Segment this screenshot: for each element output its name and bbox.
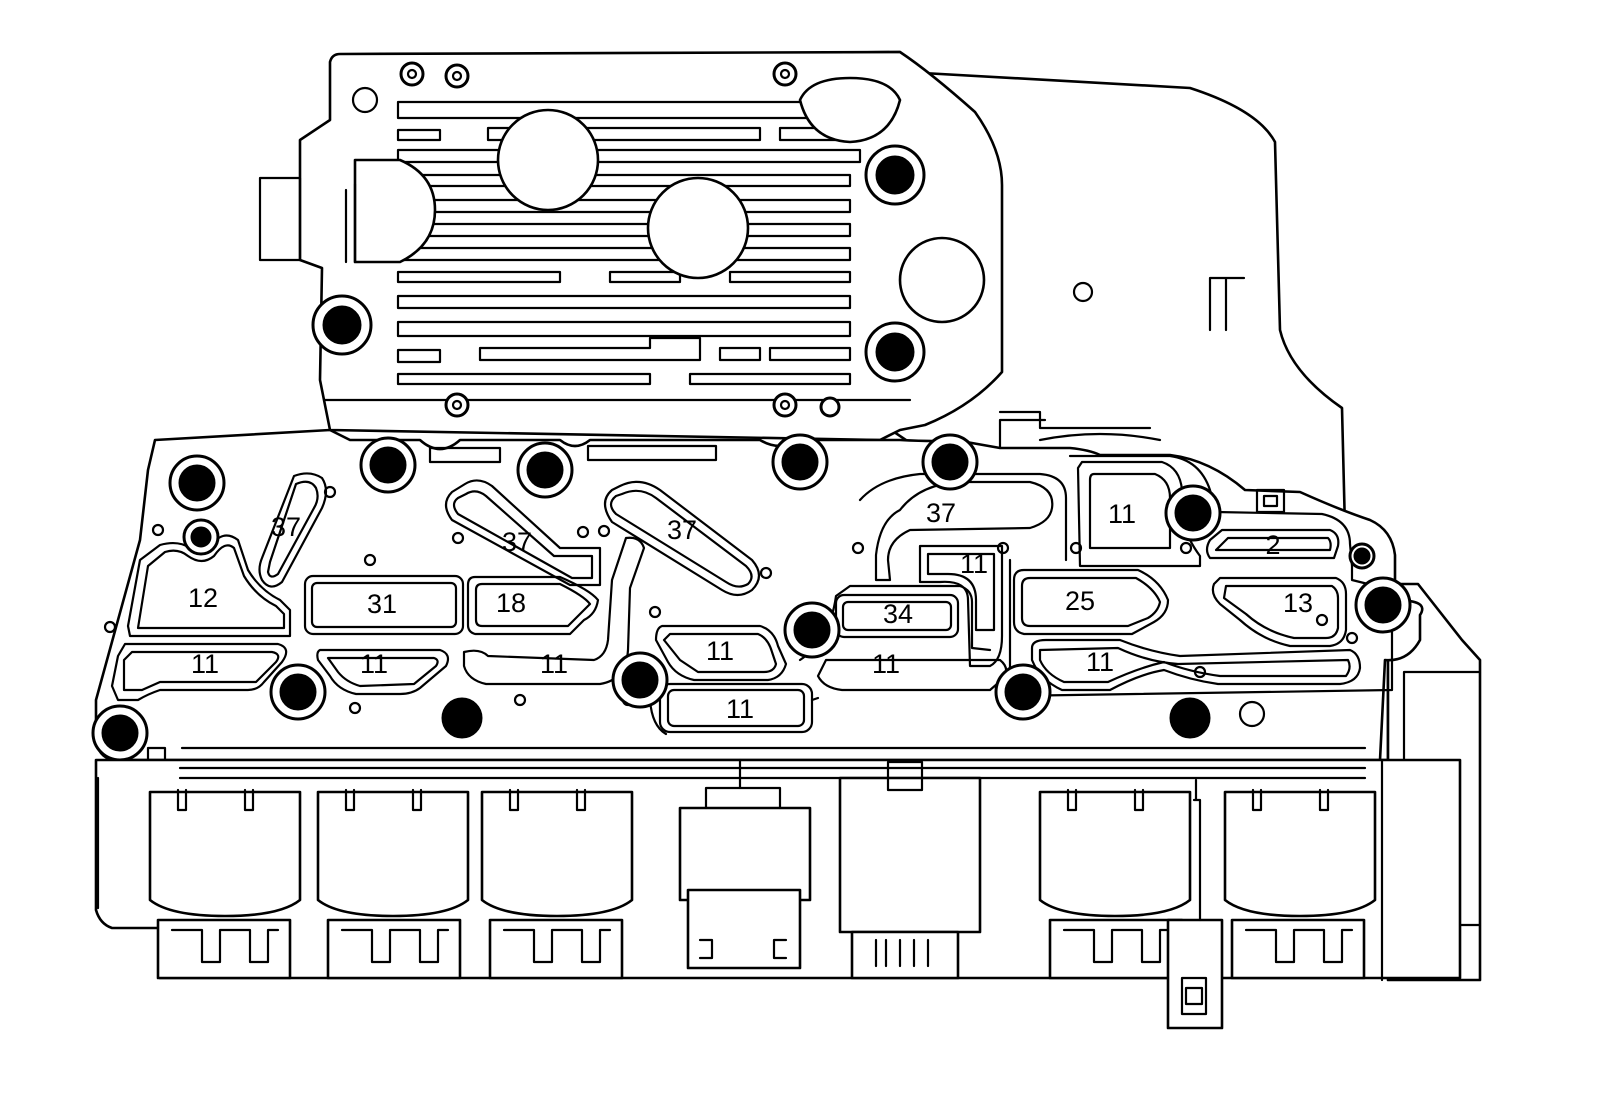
passage-label-3: 37 — [926, 498, 956, 528]
passage-label-19: 11 — [726, 694, 754, 724]
passage-label-11: 2 — [1265, 530, 1280, 560]
solenoid-4 — [678, 758, 812, 970]
passage-label-10: 25 — [1065, 586, 1095, 616]
upper-cover-plate — [258, 50, 1004, 442]
passage-label-9: 11 — [1108, 499, 1136, 529]
passage-labels: 37 37 37 37 12 31 18 11 34 11 25 213 11 11 11 11 11 11 11 — [188, 498, 1313, 724]
solenoid-3 — [480, 788, 634, 980]
passage-label-18: 11 — [1086, 647, 1114, 677]
passage-label-14: 11 — [360, 649, 388, 679]
solenoid-6 — [1038, 788, 1192, 980]
valve-plate — [91, 144, 1424, 774]
passage-label-17: 11 — [872, 649, 900, 679]
bolts — [91, 144, 1412, 762]
passage-label-12: 13 — [1283, 588, 1313, 618]
solenoid-bank — [94, 758, 1462, 1030]
passage-label-5: 31 — [367, 589, 397, 619]
connector-tab — [1166, 778, 1224, 1030]
passage-label-6: 18 — [496, 588, 526, 618]
solenoid-7 — [1223, 788, 1377, 980]
passage-label-13: 11 — [191, 649, 219, 679]
passage-label-15: 11 — [540, 649, 568, 679]
passage-label-0: 37 — [271, 512, 301, 542]
passage-label-16: 11 — [706, 636, 734, 666]
locator-dots — [103, 485, 1359, 715]
passage-label-4: 12 — [188, 583, 218, 613]
solenoid-1 — [148, 788, 302, 980]
passage-label-1: 37 — [502, 527, 532, 557]
passage-label-2: 37 — [667, 515, 697, 545]
solenoid-5 — [838, 760, 982, 980]
passage-label-8: 34 — [883, 599, 913, 629]
solenoid-2 — [316, 788, 470, 980]
passage-label-7: 11 — [960, 549, 988, 579]
